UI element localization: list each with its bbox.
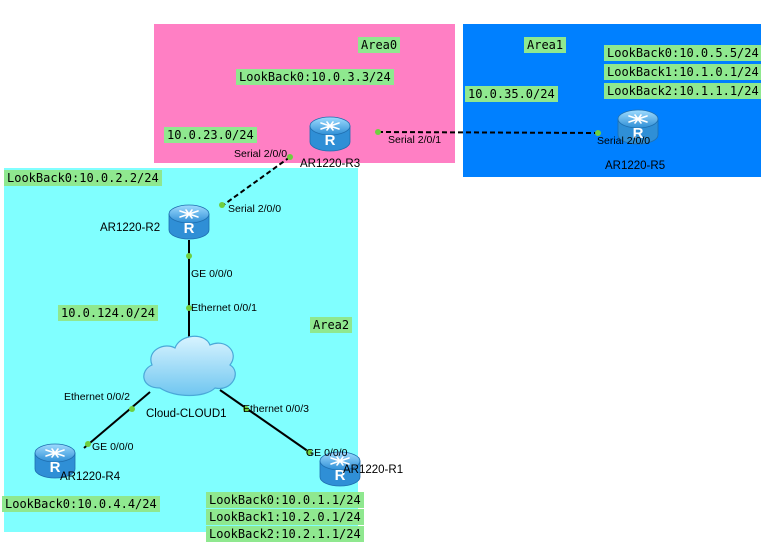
- port-dot: [306, 449, 312, 455]
- device-label-r1: AR1220-R1: [343, 464, 404, 476]
- router-icon[interactable]: [309, 116, 351, 152]
- loopback-list-r1: LookBack0:10.0.1.1/24 LookBack1:10.2.0.1…: [206, 492, 364, 542]
- port-label-r3-s201: Serial 2/0/1: [388, 134, 442, 146]
- port-dot: [219, 202, 225, 208]
- port-dot: [243, 406, 249, 412]
- network-label-23: 10.0.23.0/24: [164, 127, 257, 143]
- loopback-label-r4: LookBack0:10.0.4.4/24: [2, 496, 160, 512]
- port-dot: [595, 130, 601, 136]
- port-label-cloud-e2: Ethernet 0/0/2: [64, 391, 130, 403]
- loopback-label-r1-2: LookBack2:10.2.1.1/24: [206, 526, 364, 542]
- device-label-r2: AR1220-R2: [100, 222, 161, 234]
- loopback-label-r2: LookBack0:10.0.2.2/24: [4, 170, 162, 186]
- network-label-124: 10.0.124.0/24: [58, 305, 158, 321]
- link-r3-r5: [377, 131, 599, 134]
- loopback-list-r5: LookBack0:10.0.5.5/24 LookBack1:10.1.0.1…: [604, 45, 761, 99]
- port-dot: [375, 129, 381, 135]
- device-label-r4: AR1220-R4: [60, 471, 121, 483]
- port-dot: [186, 253, 192, 259]
- device-label-cloud: Cloud-CLOUD1: [146, 408, 227, 420]
- port-dot: [85, 441, 91, 447]
- loopback-label-r5-1: LookBack1:10.1.0.1/24: [604, 64, 761, 80]
- port-label-r2-s200: Serial 2/0/0: [228, 203, 282, 215]
- router-icon[interactable]: [168, 204, 210, 240]
- device-label-r3: AR1220-R3: [300, 158, 361, 170]
- link-cloud-r4: [83, 391, 151, 449]
- network-label-35: 10.0.35.0/24: [465, 86, 558, 102]
- port-dot: [186, 305, 192, 311]
- port-label-cloud-e1: Ethernet 0/0/1: [191, 302, 257, 314]
- loopback-label-r1-1: LookBack1:10.2.0.1/24: [206, 509, 364, 525]
- port-label-r4-ge: GE 0/0/0: [92, 441, 134, 453]
- port-label-r3-s200: Serial 2/0/0: [234, 148, 288, 160]
- port-label-r2-ge: GE 0/0/0: [191, 268, 233, 280]
- device-label-r5: AR1220-R5: [605, 160, 666, 172]
- port-dot: [129, 406, 135, 412]
- port-label-r1-ge: GE 0/0/0: [306, 447, 348, 459]
- loopback-label-r3: LookBack0:10.0.3.3/24: [236, 69, 394, 85]
- port-dot: [287, 154, 293, 160]
- link-cloud-r1: [219, 389, 313, 455]
- link-r3-r2: [221, 156, 291, 207]
- area1-label: Area1: [524, 37, 567, 53]
- loopback-label-r5-0: LookBack0:10.0.5.5/24: [604, 45, 761, 61]
- port-label-r5-s200: Serial 2/0/0: [597, 135, 651, 147]
- loopback-label-r1-0: LookBack0:10.0.1.1/24: [206, 492, 364, 508]
- area0-label: Area0: [358, 37, 401, 53]
- area2-label: Area2: [310, 317, 353, 333]
- cloud-icon[interactable]: [143, 335, 236, 397]
- loopback-label-r5-2: LookBack2:10.1.1.1/24: [604, 83, 761, 99]
- port-label-cloud-e3: Ethernet 0/0/3: [243, 403, 309, 415]
